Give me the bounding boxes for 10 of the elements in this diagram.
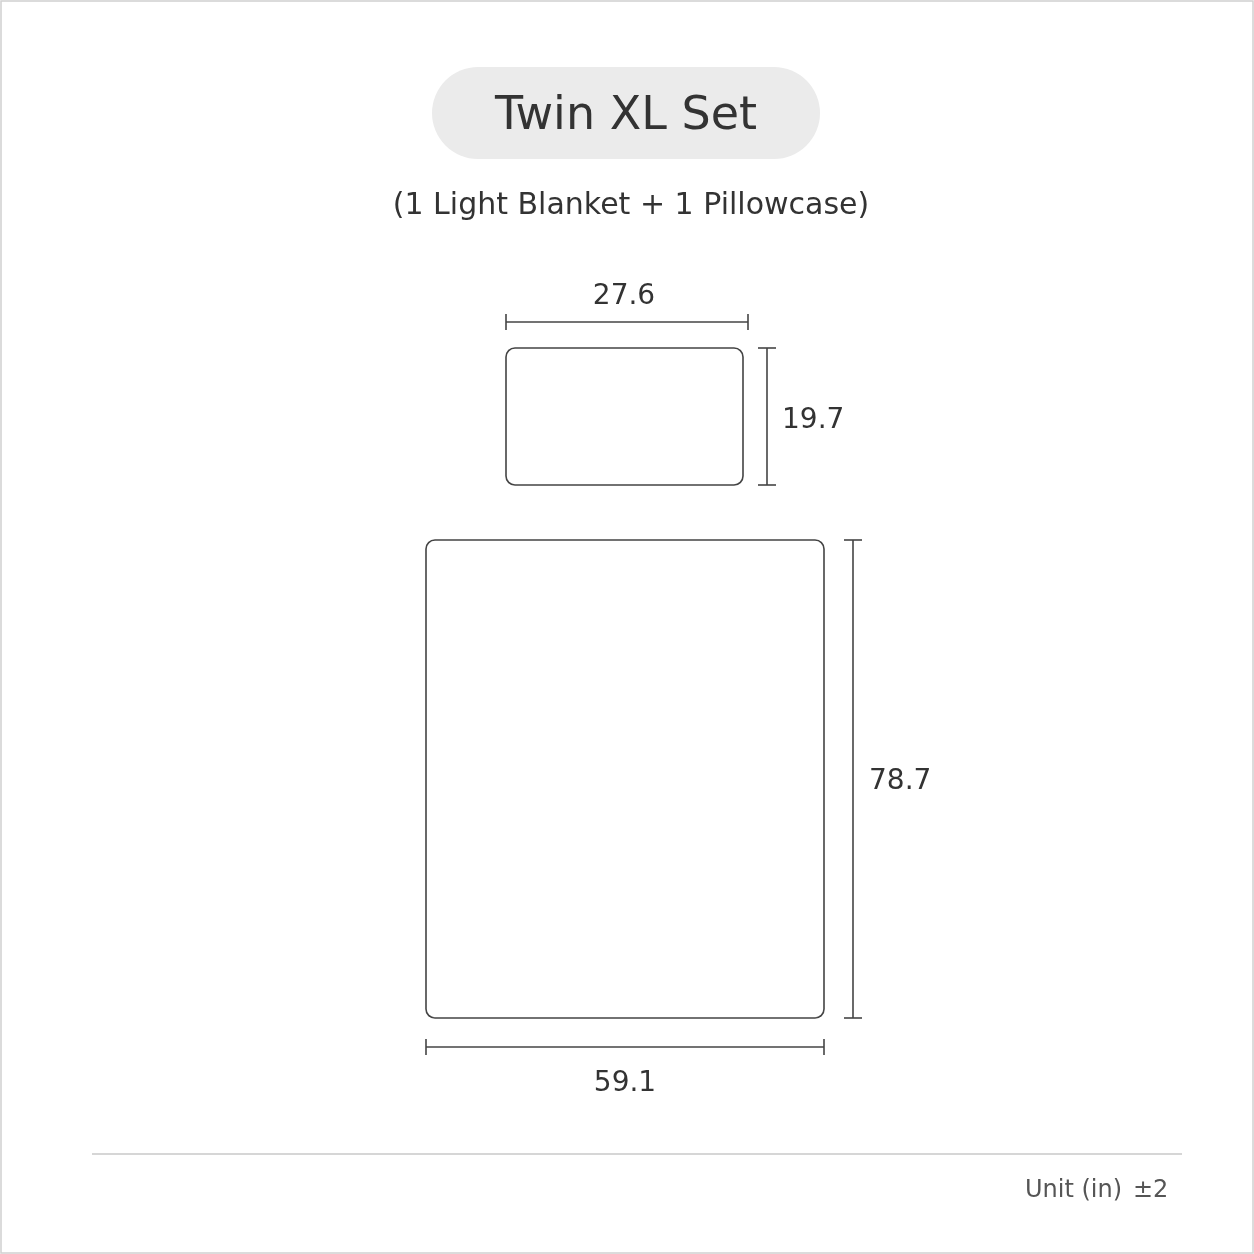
dimension-label: 19.7: [782, 405, 845, 433]
outline-rectangle: [425, 539, 825, 1019]
unit-note: Unit (in): [1025, 1177, 1123, 1201]
dimension-label: 59.1: [593, 1068, 657, 1096]
tolerance-note: ±2: [1133, 1177, 1169, 1201]
subtitle: (1 Light Blanket + 1 Pillowcase): [392, 189, 870, 219]
title: Twin XL Set: [495, 90, 757, 136]
dimension-label: 78.7: [869, 766, 932, 794]
outline-rectangle: [505, 347, 744, 486]
dimension-label: 27.6: [592, 281, 656, 309]
